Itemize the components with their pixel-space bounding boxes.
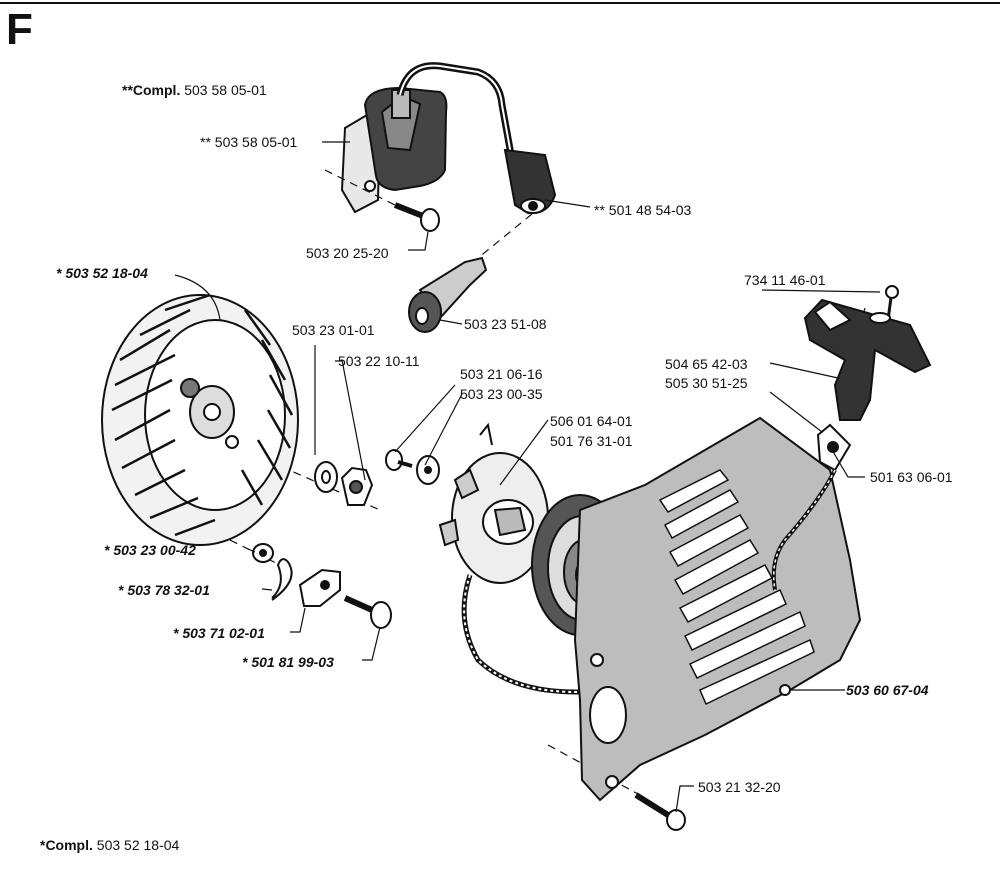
handle-screw (869, 285, 899, 324)
label-washer-a: 503 23 01-01 (292, 322, 375, 338)
spark-plug-cap (503, 148, 557, 215)
label-pulley-b: 501 76 31-01 (550, 433, 633, 449)
label-handle-screw: 734 11 46-01 (744, 272, 826, 288)
spark-plug (408, 256, 488, 333)
flywheel (101, 293, 299, 546)
washer-b (252, 543, 274, 563)
pawl (298, 568, 341, 607)
label-rope-guide: 501 63 06-01 (870, 469, 953, 485)
spring (271, 558, 293, 601)
label-pawl-washer: 503 23 00-35 (460, 386, 543, 402)
label-flywheel: * 503 52 18-04 (56, 265, 148, 281)
label-starter-housing: 503 60 67-04 (846, 682, 929, 698)
label-housing-screw: 503 21 32-20 (698, 779, 781, 795)
label-handle-a: 504 65 42-03 (665, 356, 748, 372)
pawl-screw (385, 449, 413, 471)
compl-flywheel-label: *Compl. 503 52 18-04 (40, 837, 180, 853)
rope-guide (816, 423, 852, 472)
label-washer-b: * 503 23 00-42 (104, 542, 196, 558)
washer-a (314, 461, 338, 493)
label-nut: 503 22 10-11 (338, 353, 420, 369)
pawl-bolt (343, 595, 392, 629)
label-handle-b: 505 30 51-25 (665, 375, 748, 391)
compl-ignition-label: **Compl. 503 58 05-01 (122, 82, 267, 98)
label-pulley-a: 506 01 64-01 (550, 413, 633, 429)
starter-handle (803, 298, 932, 421)
leader-lines (174, 141, 881, 813)
label-module-screw: 503 20 25-20 (306, 245, 389, 261)
housing-screw (634, 792, 686, 831)
label-spark-plug: 503 23 51-08 (464, 316, 547, 332)
label-pawl: * 503 71 02-01 (173, 625, 265, 641)
label-spark-plug-cap: ** 501 48 54-03 (594, 202, 692, 218)
starter-pulley (438, 422, 549, 584)
section-letter: F (6, 5, 33, 54)
label-pawl-screw: 503 21 06-16 (460, 366, 543, 382)
label-ignition-module: ** 503 58 05-01 (200, 134, 298, 150)
label-pawl-bolt: * 501 81 99-03 (242, 654, 334, 670)
starter-housing (573, 416, 862, 802)
ignition-module (340, 86, 448, 214)
label-spring: * 503 78 32-01 (118, 582, 210, 598)
module-screw (393, 202, 440, 232)
pawl-washer (416, 455, 440, 485)
nut (340, 466, 374, 506)
